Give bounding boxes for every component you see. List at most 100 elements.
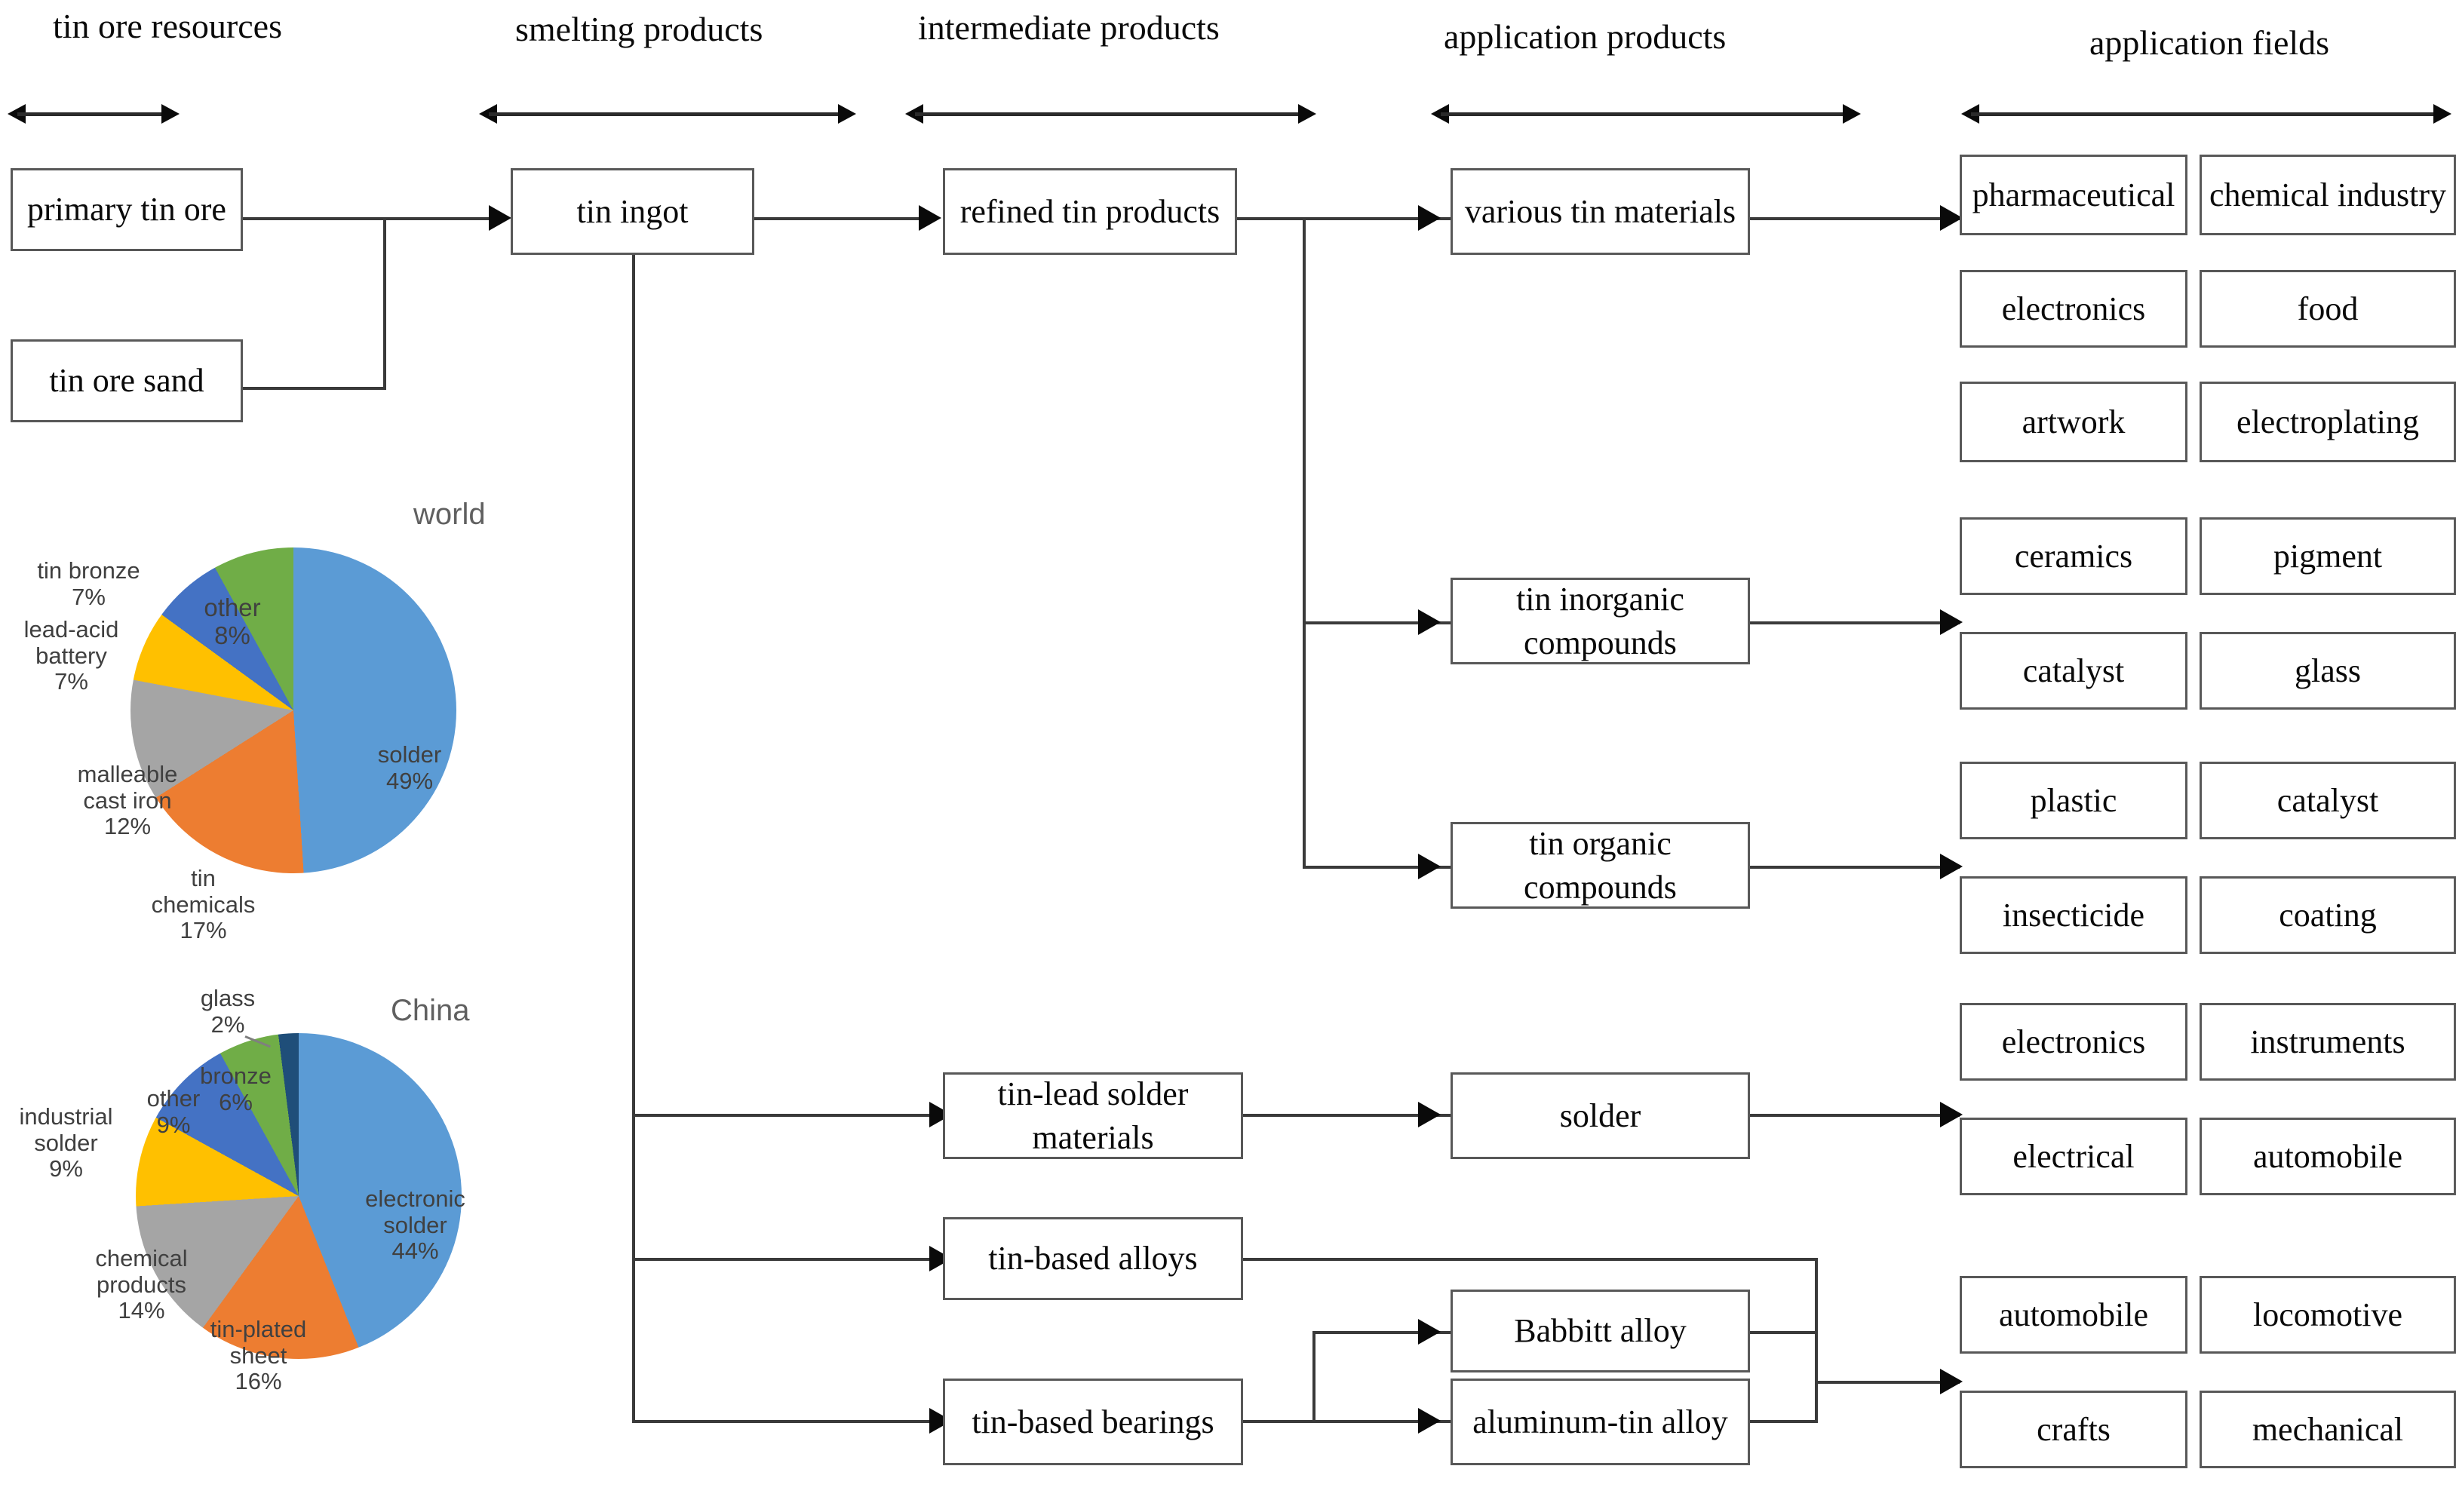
arrow-right-tip [1843,104,1861,124]
connector-solder-to-fields [1750,1114,1960,1117]
pie-label-text-1: industrial [19,1103,113,1130]
pie-world-label-malleable-cast-iron: malleable cast iron 12% [56,761,199,840]
pie-china-label-industrial-solder: industrial solder 9% [0,1103,132,1182]
arrow-bar [1971,112,2442,116]
node-refined-tin-products[interactable]: refined tin products [943,168,1237,255]
pie-label-text: bronze [200,1063,272,1089]
field-pigment[interactable]: pigment [2200,517,2456,595]
connector-refined-down-bus [1303,217,1306,867]
connector-ingot-to-refined [754,217,922,220]
range-arrow-1 [8,104,180,124]
field-electronics-1[interactable]: electronics [1960,270,2187,348]
pie-label-value: 8% [214,621,250,649]
connector-solder-materials-to-solder [1243,1114,1466,1117]
field-crafts[interactable]: crafts [1960,1391,2187,1468]
range-arrow-5 [1961,104,2451,124]
connector-bus-to-inorganic [1303,621,1463,624]
arrowhead-to-various-tin-materials [1418,205,1441,231]
pie-label-text-2: solder [34,1129,98,1156]
field-catalyst-organic[interactable]: catalyst [2200,762,2456,839]
pie-label-value: 7% [72,583,106,610]
field-coating[interactable]: coating [2200,876,2456,954]
column-header-tin-ore-resources: tin ore resources [53,7,282,45]
pie-label-value: 2% [210,1011,245,1038]
field-electronics-2[interactable]: electronics [1960,1003,2187,1081]
connector-bus-to-organic [1303,866,1463,869]
pie-label-text: solder [377,741,442,768]
pie-label-value: 12% [103,813,152,840]
field-ceramics[interactable]: ceramics [1960,517,2187,595]
pie-label-text-2: chemicals [151,891,256,918]
connector-bus-to-tin-based-alloys [632,1258,934,1261]
field-electrical[interactable]: electrical [1960,1118,2187,1195]
field-mechanical[interactable]: mechanical [2200,1391,2456,1468]
pie-label-text: tin bronze [37,557,140,584]
field-instruments[interactable]: instruments [2200,1003,2456,1081]
field-pharmaceutical[interactable]: pharmaceutical [1960,155,2187,235]
field-insecticide[interactable]: insecticide [1960,876,2187,954]
connector-bus-to-solder-materials [632,1114,934,1117]
arrowhead-to-group-solder [1940,1102,1963,1127]
field-chemical-industry[interactable]: chemical industry [2200,155,2456,235]
pie-label-value: 14% [118,1297,165,1324]
pie-label-value: 49% [385,767,434,794]
range-arrow-2 [479,104,856,124]
field-food[interactable]: food [2200,270,2456,348]
pie-label-value: 9% [49,1155,83,1182]
node-babbitt-alloy[interactable]: Babbitt alloy [1451,1290,1750,1372]
field-glass[interactable]: glass [2200,632,2456,710]
pie-label-value: 9% [156,1111,191,1138]
pie-chart-world-title: world [413,498,486,531]
pie-china-label-chemical-products: chemical products 14% [68,1245,215,1324]
node-aluminum-tin-alloy[interactable]: aluminum-tin alloy [1451,1379,1750,1465]
field-automobile-1[interactable]: automobile [2200,1118,2456,1195]
connector-ore-sand-out [243,387,386,390]
pie-label-text-2: cast iron [83,787,172,814]
node-solder[interactable]: solder [1451,1072,1750,1159]
arrow-right-tip [1298,104,1316,124]
field-catalyst-inorganic[interactable]: catalyst [1960,632,2187,710]
pie-label-text-1: tin [191,865,216,891]
connector-bus-to-tin-based-bearings [632,1420,934,1423]
node-tin-lead-solder-materials[interactable]: tin-lead solder materials [943,1072,1243,1159]
node-tin-ore-sand[interactable]: tin ore sand [11,339,243,422]
field-artwork[interactable]: artwork [1960,382,2187,462]
node-tin-based-bearings[interactable]: tin-based bearings [943,1379,1243,1465]
connector-inorganic-to-fields [1750,621,1960,624]
field-electroplating[interactable]: electroplating [2200,382,2456,462]
pie-label-text: other [146,1085,201,1112]
connector-aluminum-tin-out [1750,1420,1818,1423]
node-tin-organic-compounds[interactable]: tin organic compounds [1451,822,1750,909]
node-tin-based-alloys[interactable]: tin-based alloys [943,1217,1243,1300]
node-primary-tin-ore[interactable]: primary tin ore [11,168,243,251]
arrow-bar [915,112,1306,116]
pie-label-text-1: malleable [77,761,178,787]
pie-label-value: 7% [54,668,88,695]
node-tin-inorganic-compounds[interactable]: tin inorganic compounds [1451,578,1750,664]
arrowhead-to-refined-tin-products [919,205,941,231]
field-plastic[interactable]: plastic [1960,762,2187,839]
pie-label-value: 6% [219,1088,253,1115]
field-locomotive[interactable]: locomotive [2200,1276,2456,1354]
node-tin-ingot[interactable]: tin ingot [511,168,754,255]
column-header-application-products: application products [1444,17,1727,56]
arrowhead-to-solder [1418,1102,1441,1127]
connector-ore-merge-vertical [383,217,386,390]
arrowhead-to-group-organic [1940,854,1963,879]
range-arrow-4 [1431,104,1861,124]
pie-label-text: other [204,593,261,621]
arrow-bar [1441,112,1851,116]
pie-world-label-solder: solder 49% [353,741,466,794]
arrowhead-to-tin-inorganic-compounds [1418,609,1441,635]
connector-primary-ore-out [243,217,499,220]
pie-world-label-other: other 8% [180,593,285,650]
field-automobile-2[interactable]: automobile [1960,1276,2187,1354]
arrowhead-to-aluminum-tin-alloy [1418,1408,1441,1434]
pie-chart-china-title: China [391,994,470,1027]
pie-label-text-1: chemical [95,1245,188,1271]
pie-label-text-2: solder [383,1211,447,1238]
node-various-tin-materials[interactable]: various tin materials [1451,168,1750,255]
arrowhead-to-group-materials [1940,205,1963,231]
pie-china-label-bronze: bronze 6% [181,1063,290,1115]
